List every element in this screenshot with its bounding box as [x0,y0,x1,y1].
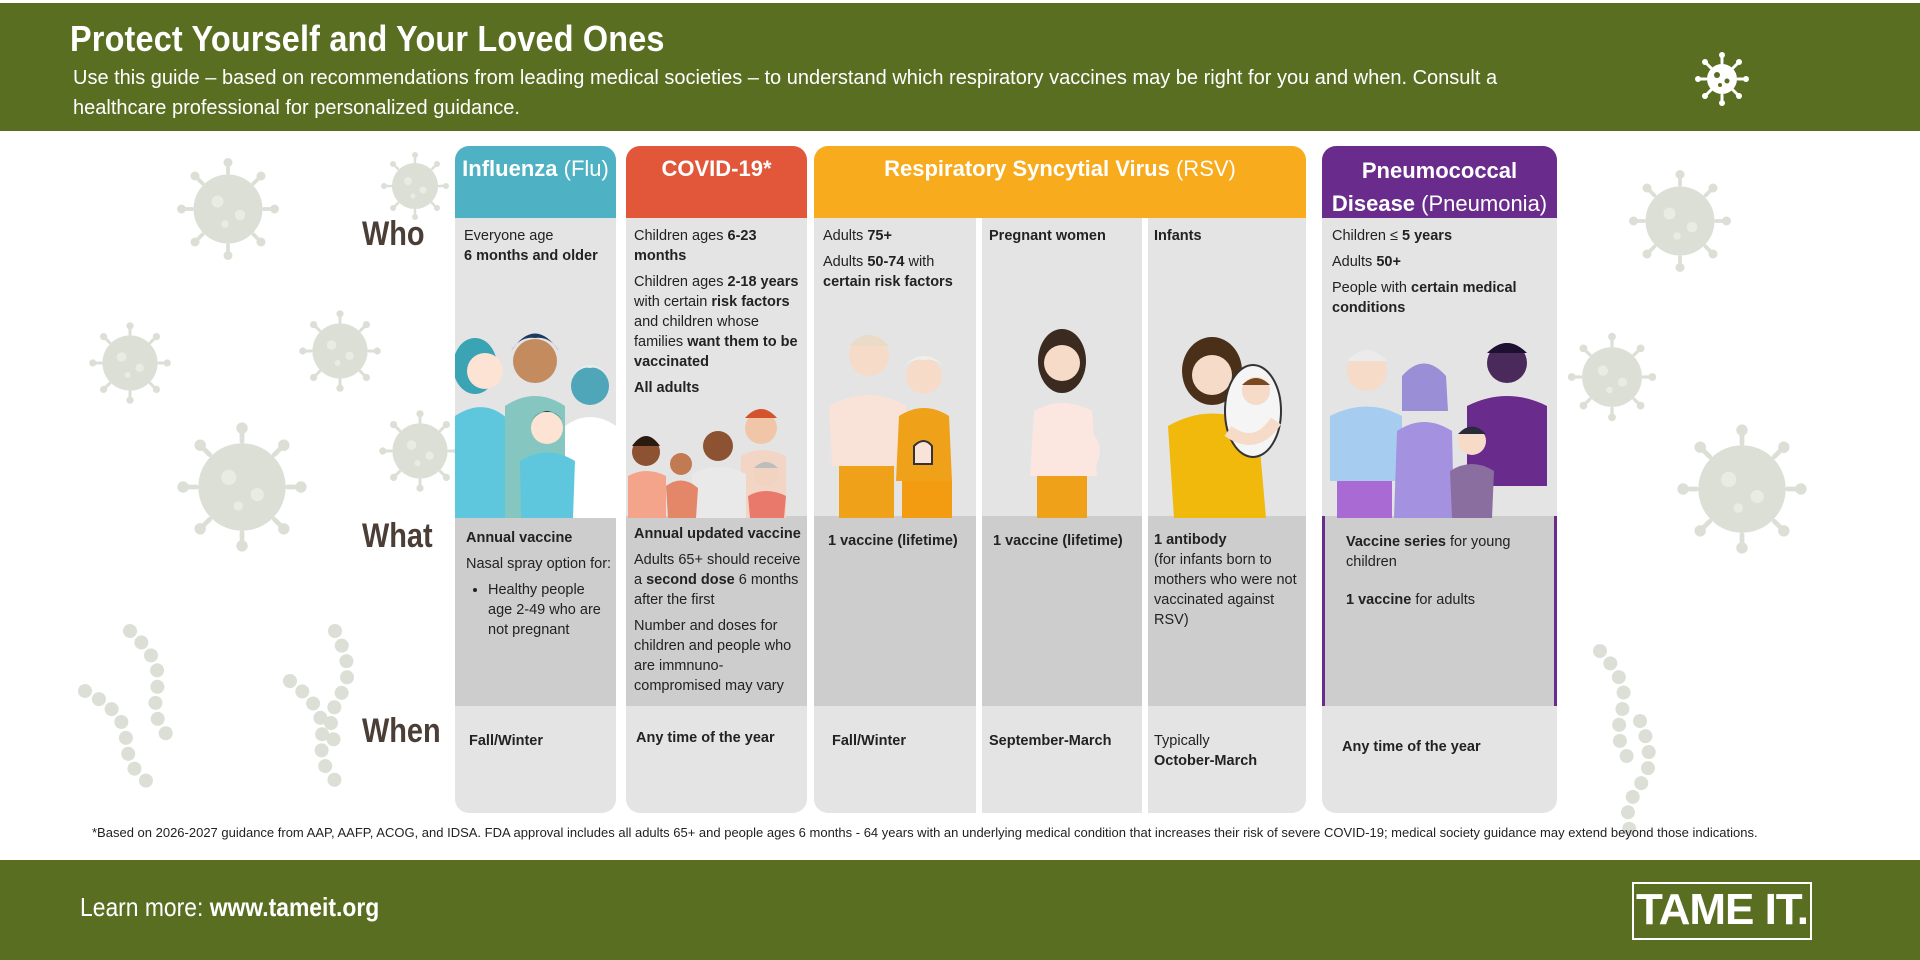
column-influenza: Influenza (Flu) Everyone age 6 months an… [455,146,616,813]
pneumococcal-when: Any time of the year [1342,739,1481,755]
multigenerational-family-illustration [628,409,786,518]
rsv-adults-what: 1 vaccine (lifetime) [828,533,958,549]
website-link[interactable]: www.tameit.org [209,892,380,922]
rsv-adults-when: Fall/Winter [832,733,906,749]
rsv-title: Respiratory Syncytial Virus [884,156,1170,181]
rsv-infants-what: 1 antibody (for infants born to mothers … [1154,532,1297,628]
row-label-what: What [362,517,433,555]
diverse-family-illustration [1330,343,1547,518]
page-subtitle: Use this guide – based on recommendation… [73,67,1498,119]
covid-what: Annual updated vaccine Adults 65+ should… [634,526,801,694]
column-covid-19: COVID-19* Children ages 6-23 months Chil… [626,146,807,813]
pneumococcal-header: Pneumococcal Disease (Pneumonia) [1322,146,1557,218]
covid-when: Any time of the year [636,730,775,746]
pneumococcal-who: Children ≤ 5 years Adults 50+ People wit… [1332,228,1517,316]
older-couple-illustration [829,335,952,518]
page-title: Protect Yourself and Your Loved Ones [70,18,665,59]
footnote: *Based on 2026-2027 guidance from AAP, A… [92,825,1758,840]
nasal-spray-eligibility: Healthy people age 2-49 who are not preg… [488,580,612,640]
rsv-adults [814,218,976,813]
rsv-header: Respiratory Syncytial Virus (RSV) [814,146,1306,218]
row-label-who: Who [362,215,425,253]
influenza-what: Annual vaccine Nasal spray option for: H… [466,528,612,640]
rsv-infants-who: Infants [1154,228,1202,244]
covid-header: COVID-19* [626,146,807,218]
pneumococcal-title-line1: Pneumococcal [1361,158,1518,183]
rsv-infants-when: Typically October-March [1154,733,1258,769]
pneumococcal-what: Vaccine series for young children 1 vacc… [1346,534,1511,608]
family-illustration [455,316,616,518]
influenza-who: Everyone age 6 months and older [464,228,598,264]
rsv-abbr: (RSV) [1175,156,1236,181]
influenza-abbr: (Flu) [563,156,609,181]
tameit-logo: TAME IT. [1632,882,1812,940]
mother-and-infant-illustration [1168,337,1282,518]
footer-banner: Learn more: www.tameit.org TAME IT. [0,860,1920,960]
learn-more-text: Learn more: www.tameit.org [80,892,380,922]
pneumococcal-abbr: (Pneumonia) [1421,191,1548,216]
influenza-when: Fall/Winter [469,733,543,749]
virus-icon [1695,52,1749,106]
row-label-when: When [362,712,441,750]
pregnant-woman-illustration [1030,329,1100,518]
rsv-adults-who: Adults 75+ Adults 50-74 with certain ris… [823,228,953,290]
influenza-title: Influenza [462,156,558,181]
column-rsv: Respiratory Syncytial Virus (RSV) Adults… [814,146,1306,813]
rsv-pregnant-what: 1 vaccine (lifetime) [993,533,1123,549]
covid-title: COVID-19* [661,156,772,181]
covid-who: Children ages 6-23 months Children ages … [634,228,799,396]
influenza-header: Influenza (Flu) [455,146,616,218]
header-banner: Protect Yourself and Your Loved Ones Use… [0,0,1920,131]
rsv-pregnant-who: Pregnant women [989,228,1106,244]
rsv-pregnant-when: September-March [989,733,1112,749]
column-pneumococcal: Pneumococcal Disease (Pneumonia) Childre… [1322,146,1557,813]
pneumococcal-title-line2: Disease [1331,191,1416,216]
